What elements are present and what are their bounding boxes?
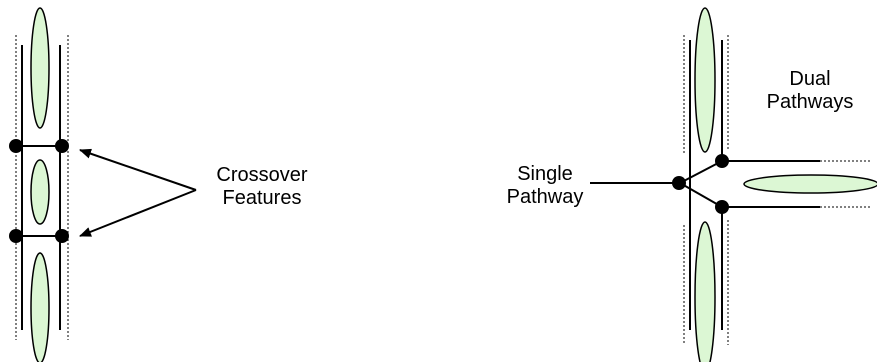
lower-arrow xyxy=(79,189,197,237)
pathway-split-diagram xyxy=(590,7,877,362)
dual-line-1: Dual xyxy=(789,68,831,90)
single-pathway-label: Single Pathway xyxy=(500,163,590,209)
dual-line-2: Pathways xyxy=(766,91,854,113)
junction-dot xyxy=(9,229,23,243)
crossover-line-2: Features xyxy=(222,187,302,209)
top-ellipse xyxy=(694,7,716,153)
junction-dot xyxy=(55,139,69,153)
junction-dot xyxy=(715,154,729,168)
upper-branch xyxy=(679,160,723,184)
crossover-diagram xyxy=(9,7,197,362)
lower-branch xyxy=(679,182,723,208)
junction-dot xyxy=(55,229,69,243)
junction-dot xyxy=(672,176,686,190)
top-ellipse xyxy=(30,7,50,129)
junction-dot xyxy=(715,200,729,214)
bottom-ellipse xyxy=(694,221,716,362)
junction-dot xyxy=(9,139,23,153)
bottom-ellipse xyxy=(30,252,50,362)
middle-ellipse xyxy=(30,159,50,225)
crossover-line-1: Crossover xyxy=(216,164,308,186)
upper-arrow xyxy=(79,148,197,191)
single-line-1: Single xyxy=(517,163,573,185)
crossover-features-label: Crossover Features xyxy=(202,164,322,210)
horizontal-ellipse xyxy=(743,174,877,194)
single-line-2: Pathway xyxy=(506,186,584,208)
dual-pathways-label: Dual Pathways xyxy=(760,68,860,114)
